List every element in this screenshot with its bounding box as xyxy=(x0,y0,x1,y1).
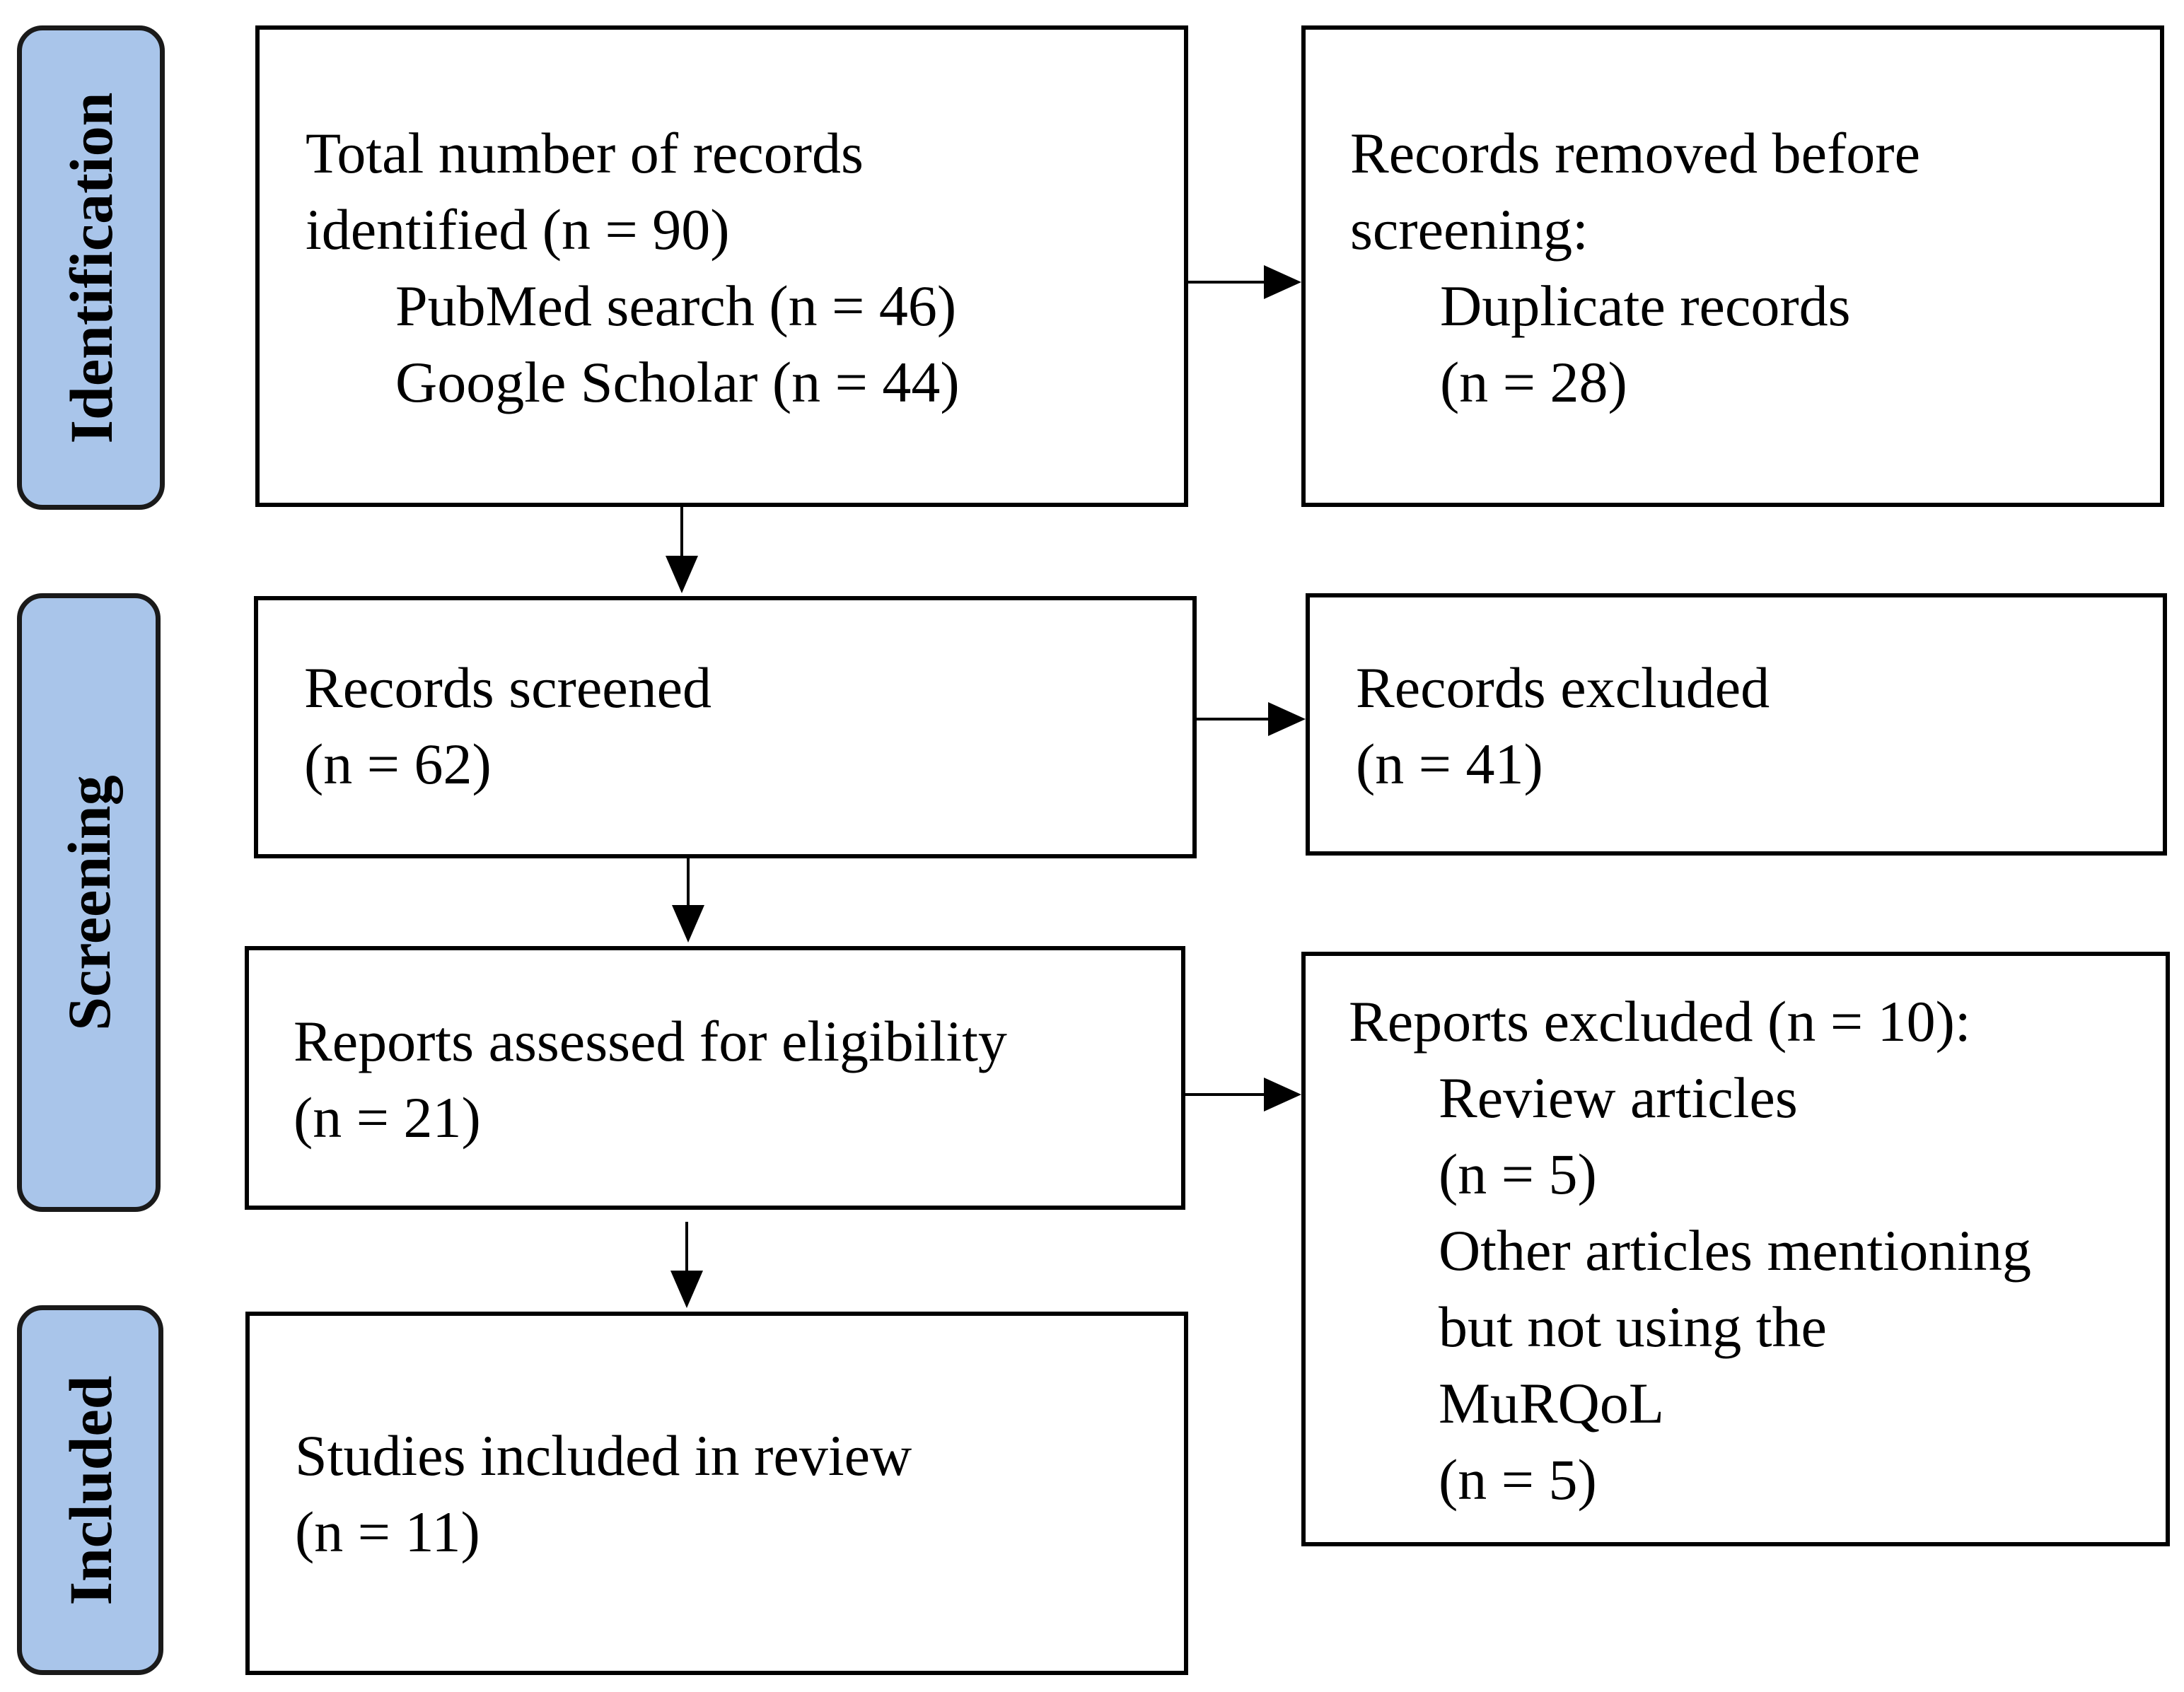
reports-excluded-text: Reports excluded (n = 10): Review articl… xyxy=(1349,984,2031,1518)
stage-included-label: Included xyxy=(56,1375,124,1606)
records-identified-text: Total number of records identified (n = … xyxy=(306,115,960,421)
records-identified-line: Total number of records xyxy=(306,121,864,185)
arrow-identified-to-screened xyxy=(666,507,698,593)
stage-identification: Identification xyxy=(17,25,165,510)
arrow-head xyxy=(1264,265,1301,299)
stage-identification-label: Identification xyxy=(57,92,125,443)
arrow-assessed-to-included xyxy=(670,1222,703,1308)
arrow-screened-to-assessed xyxy=(672,858,704,943)
reports-assessed-text: Reports assessed for eligibility (n = 21… xyxy=(294,1003,1007,1156)
records-removed-text: Records removed before screening: Duplic… xyxy=(1350,115,1920,421)
other-articles-label: MuRQoL xyxy=(1439,1371,1664,1435)
studies-included-box: Studies included in review (n = 11) xyxy=(245,1312,1188,1675)
records-screened-count: (n = 62) xyxy=(304,732,492,796)
arrow-head xyxy=(670,1271,703,1308)
records-screened-text: Records screened (n = 62) xyxy=(304,650,711,803)
arrow-head xyxy=(1268,702,1306,736)
reports-assessed-count: (n = 21) xyxy=(294,1085,481,1150)
duplicate-records-count: (n = 28) xyxy=(1440,350,1627,414)
records-excluded-text: Records excluded (n = 41) xyxy=(1356,650,1770,803)
records-removed-box: Records removed before screening: Duplic… xyxy=(1301,25,2164,507)
stage-screening-label: Screening xyxy=(54,774,123,1031)
source-google-scholar: Google Scholar (n = 44) xyxy=(395,350,960,414)
studies-included-count: (n = 11) xyxy=(295,1500,480,1564)
other-articles-label: but not using the xyxy=(1439,1295,1827,1359)
stage-included: Included xyxy=(17,1305,163,1675)
arrow-head xyxy=(1264,1078,1301,1112)
arrow-assessed-to-reports-excluded xyxy=(1185,1078,1301,1112)
source-pubmed: PubMed search (n = 46) xyxy=(395,274,957,338)
other-articles-count: (n = 5) xyxy=(1439,1447,1597,1512)
reports-assessed-label: Reports assessed for eligibility xyxy=(294,1009,1007,1073)
records-excluded-box: Records excluded (n = 41) xyxy=(1306,593,2167,856)
arrow-head xyxy=(666,556,698,593)
studies-included-label: Studies included in review xyxy=(295,1423,912,1488)
reports-excluded-label: Reports excluded (n = 10): xyxy=(1349,989,1971,1054)
records-identified-box: Total number of records identified (n = … xyxy=(255,25,1188,507)
review-articles-label: Review articles xyxy=(1439,1066,1798,1130)
reports-assessed-box: Reports assessed for eligibility (n = 21… xyxy=(245,946,1185,1210)
studies-included-text: Studies included in review (n = 11) xyxy=(295,1418,912,1570)
review-articles-count: (n = 5) xyxy=(1439,1142,1597,1206)
records-removed-line: Records removed before xyxy=(1350,121,1920,185)
records-screened-label: Records screened xyxy=(304,655,712,720)
records-identified-count: identified (n = 90) xyxy=(306,197,730,262)
duplicate-records-label: Duplicate records xyxy=(1440,274,1851,338)
arrow-identified-to-removed xyxy=(1188,265,1301,299)
other-articles-label: Other articles mentioning xyxy=(1439,1218,2031,1283)
arrow-screened-to-excluded xyxy=(1197,702,1306,736)
stage-screening: Screening xyxy=(17,593,161,1212)
records-screened-box: Records screened (n = 62) xyxy=(254,596,1197,858)
records-excluded-label: Records excluded xyxy=(1356,655,1770,720)
records-removed-line: screening: xyxy=(1350,197,1588,262)
arrow-head xyxy=(672,905,704,943)
records-excluded-count: (n = 41) xyxy=(1356,732,1543,796)
reports-excluded-box: Reports excluded (n = 10): Review articl… xyxy=(1301,952,2170,1546)
